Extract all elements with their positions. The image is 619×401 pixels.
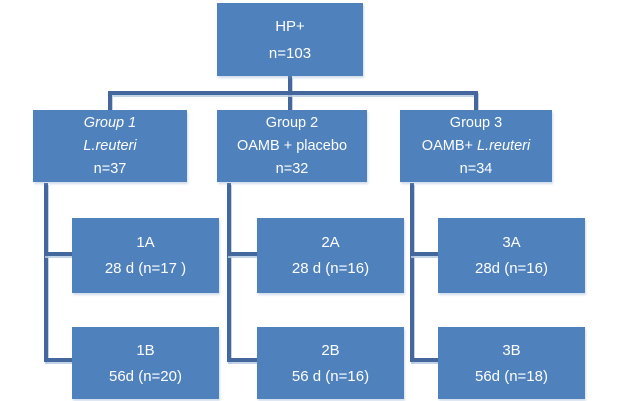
subgroup-3b-label: 3B [502,341,521,359]
bracket-group2-stub-2a [227,252,257,256]
group3-count: n=34 [459,161,493,177]
group3-title: Group 3 [449,115,503,131]
bracket-group3-stub-3b [410,358,438,362]
node-group3: Group 3 OAMB+ L.reuteri n=34 [400,110,552,182]
group1-treatment: L.reuteri [83,138,137,154]
bracket-group2-stub-2b [227,358,257,362]
node-subgroup-2b: 2B 56 d (n=16) [257,327,404,399]
bracket-group1-vertical [44,183,48,362]
node-subgroup-3b: 3B 56d (n=18) [438,327,585,399]
node-subgroup-1b: 1B 56d (n=20) [72,327,219,399]
root-title: HP+ [275,17,305,35]
group2-treatment: OAMB + placebo [236,138,348,154]
connector-horizontal-bar [108,91,478,95]
subgroup-3b-detail: 56d (n=18) [475,367,548,385]
node-group1: Group 1 L.reuteri n=37 [33,110,187,182]
group2-title: Group 2 [265,115,319,131]
group1-count: n=37 [93,161,127,177]
bracket-group3-vertical [410,183,414,362]
group3-treatment-italic: L.reuteri [477,138,531,154]
node-subgroup-3a: 3A 28d (n=16) [438,218,585,293]
node-subgroup-1a: 1A 28 d (n=17 ) [72,218,219,293]
subgroup-2a-detail: 28 d (n=16) [291,260,370,277]
connector-drop-group3 [474,95,478,110]
node-root: HP+ n=103 [217,3,363,76]
subgroup-1b-label: 1B [136,341,155,359]
subgroup-1b-detail: 56d (n=20) [109,367,182,385]
group3-treatment: OAMB+ L.reuteri [422,137,530,155]
subgroup-2b-label: 2B [321,341,340,359]
subgroup-2a-label: 2A [321,234,340,251]
subgroup-1a-label: 1A [136,234,155,251]
bracket-group1-stub-1b [44,358,72,362]
bracket-group2-vertical [227,183,231,362]
group3-treatment-prefix: OAMB+ [421,138,473,154]
bracket-group3-stub-3a [410,252,438,256]
group2-count: n=32 [275,161,309,177]
subgroup-3a-label: 3A [502,234,521,251]
node-group2: Group 2 OAMB + placebo n=32 [217,110,367,182]
subgroup-3a-detail: 28d (n=16) [475,260,548,277]
bracket-group1-stub-1a [44,252,72,256]
subgroup-2b-detail: 56 d (n=16) [291,367,370,385]
node-subgroup-2a: 2A 28 d (n=16) [257,218,404,293]
connector-drop-group1 [108,95,112,110]
subgroup-1a-detail: 28 d (n=17 ) [104,260,187,277]
root-count: n=103 [268,44,312,62]
group1-title: Group 1 [83,115,137,131]
